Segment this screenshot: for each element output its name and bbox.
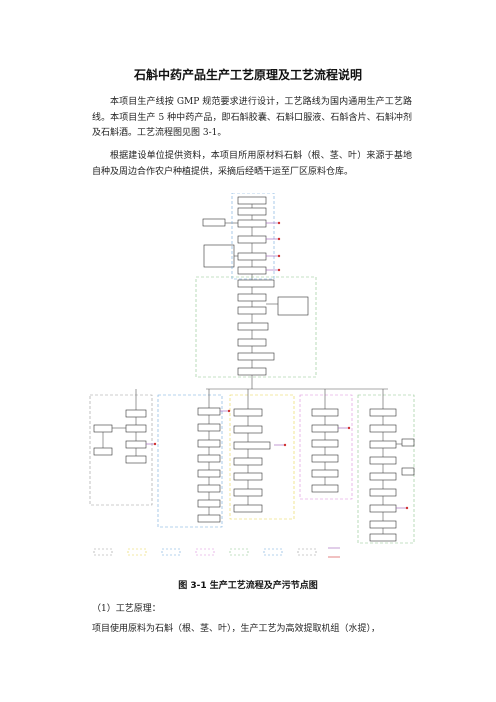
figure-caption: 图 3-1 生产工艺流程及产污节点图 [178,581,318,591]
process-principle-paragraph: 项目使用原料为石斛（根、茎、叶），生产工艺为高效提取机组（水提）， [92,624,381,634]
page-title: 石斛中药产品生产工艺原理及工艺流程说明 [133,68,362,82]
raw-material-paragraph: 根据建设单位提供资料，本项目所用原材料石斛（根、茎、叶）来源于基地自种及周边合作… [92,151,412,177]
section-subheading: （1）工艺原理： [92,604,161,614]
intro-paragraph: 本项目生产线按 GMP 规范要求进行设计，工艺路线为国内通用生产工艺路线。本项目… [92,97,412,139]
process-flow-diagram [89,193,415,558]
